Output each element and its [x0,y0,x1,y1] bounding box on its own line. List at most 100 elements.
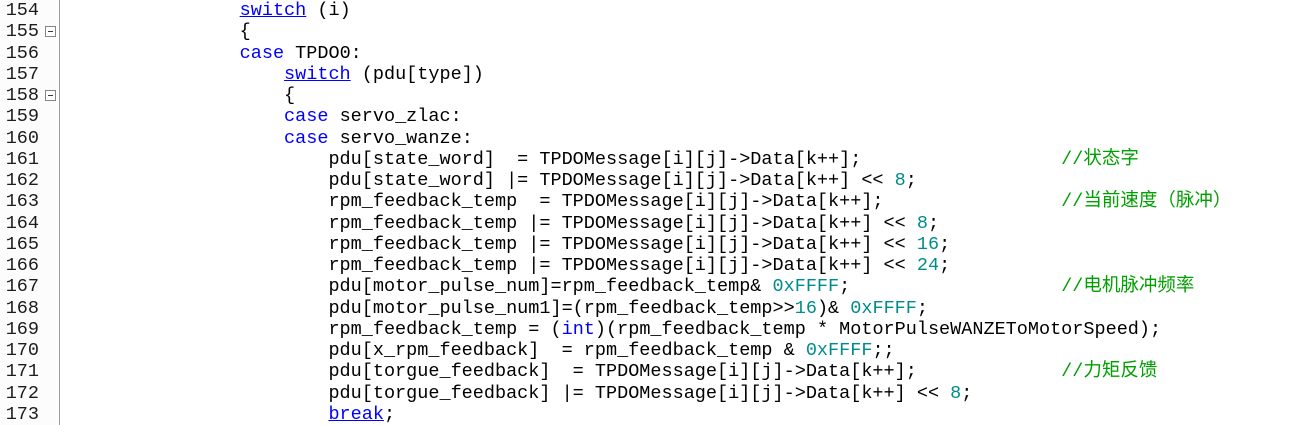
line-number: 171 [5,361,39,383]
code-token-number: 0xFFFF [850,297,917,319]
code-token-comment: //状态字 [1061,148,1139,170]
code-token-text: rpm_feedback_temp |= TPDOMessage[i][j]->… [62,255,917,276]
code-token-text [62,64,284,85]
code-line[interactable]: rpm_feedback_temp = (int)(rpm_feedback_t… [60,319,1161,340]
code-token-keyword: switch [239,0,307,21]
code-token-text [62,0,240,21]
code-token-keyword: switch [284,63,351,85]
code-token-text: )(rpm_feedback_temp * MotorPulseWANZEToM… [594,318,1162,340]
code-line[interactable]: switch (i) [60,0,351,21]
code-token-text: pdu[motor_pulse_num1]=(rpm_feedback_temp… [62,297,795,319]
code-token-number: 16 [916,233,940,255]
line-number: 163 [5,191,39,213]
code-line[interactable]: rpm_feedback_temp |= TPDOMessage[i][j]->… [60,213,939,234]
code-line[interactable]: { [60,21,251,42]
code-token-comment: //当前速度（脉冲） [1061,191,1232,213]
code-token-text: ; [927,212,940,234]
code-token-number: 8 [950,382,962,404]
fold-toggle-icon[interactable] [45,26,56,38]
code-line[interactable]: pdu[motor_pulse_num]=rpm_feedback_temp& … [60,276,1194,297]
code-line-row: 172 pdu[torgue_feedback] |= TPDOMessage[… [0,382,1302,404]
code-token-text: rpm_feedback_temp |= TPDOMessage[i][j]->… [62,212,917,234]
code-line[interactable]: pdu[torgue_feedback] = TPDOMessage[i][j]… [60,361,1157,382]
line-number: 155 [5,21,39,43]
code-token-text: ; [916,297,928,319]
line-number: 166 [5,255,39,276]
code-token-text: pdu[state_word] = TPDOMessage[i][j]->Dat… [62,148,1062,170]
fold-toggle-icon[interactable] [45,90,56,102]
code-token-text: pdu[motor_pulse_num]=rpm_feedback_temp& [62,276,773,298]
code-line[interactable]: break; [60,404,395,425]
code-token-number: 16 [794,297,817,319]
gutter-cell: 156 [0,42,60,64]
code-token-keyword: int [561,318,595,340]
code-token-text: TPDO0: [284,42,362,64]
code-line[interactable]: pdu[state_word] |= TPDOMessage[i][j]->Da… [60,170,917,191]
code-token-text: { [62,85,296,106]
code-token-text: rpm_feedback_temp = ( [62,318,562,340]
code-line[interactable]: pdu[x_rpm_feedback] = rpm_feedback_temp … [60,340,894,361]
code-line[interactable]: rpm_feedback_temp |= TPDOMessage[i][j]->… [60,234,950,255]
code-line[interactable]: rpm_feedback_temp = TPDOMessage[i][j]->D… [60,191,1231,212]
gutter-cell: 157 [0,63,60,85]
line-number: 170 [5,340,39,361]
code-line[interactable]: case TPDO0: [60,43,362,64]
code-line[interactable]: pdu[state_word] = TPDOMessage[i][j]->Dat… [60,148,1139,170]
code-line[interactable]: pdu[torgue_feedback] |= TPDOMessage[i][j… [60,383,972,404]
code-line-row: 173 break; [0,403,1302,425]
code-token-comment: //电机脉冲频率 [1061,276,1195,298]
code-token-text: pdu[x_rpm_feedback] = rpm_feedback_temp … [62,340,806,361]
code-line-row: 158 { [0,85,1302,107]
fold-column [42,26,59,38]
code-line-row: 157 switch (pdu[type]) [0,63,1302,85]
code-line[interactable]: case servo_wanze: [60,128,473,149]
code-token-text: ; [961,382,973,404]
gutter-cell: 167 [0,276,60,298]
code-line-row: 162 pdu[state_word] |= TPDOMessage[i][j]… [0,170,1302,192]
line-number: 162 [5,170,39,191]
code-token-text: servo_zlac: [328,106,462,128]
line-number: 165 [5,233,39,255]
code-token-text: ; [905,170,917,191]
code-token-text [62,43,240,64]
line-number: 161 [5,148,39,170]
gutter-cell: 155 [0,21,60,43]
line-number: 173 [5,403,39,425]
code-token-text: rpm_feedback_temp = TPDOMessage[i][j]->D… [62,191,1062,213]
code-token-text: rpm_feedback_temp |= TPDOMessage[i][j]->… [62,233,917,255]
gutter-cell: 168 [0,297,60,319]
line-number: 158 [5,85,39,106]
gutter-cell: 170 [0,340,60,362]
code-line[interactable]: pdu[motor_pulse_num1]=(rpm_feedback_temp… [60,298,928,319]
gutter-cell: 154 [0,0,60,22]
code-token-text: (i) [306,0,351,21]
code-line[interactable]: rpm_feedback_temp |= TPDOMessage[i][j]->… [60,255,950,276]
code-token-text: ; [939,255,951,276]
gutter-cell: 165 [0,233,60,255]
code-token-text: pdu[state_word] |= TPDOMessage[i][j]->Da… [62,170,895,191]
code-token-text: ; [383,403,396,425]
gutter-cell: 164 [0,212,60,234]
gutter-cell: 169 [0,318,60,340]
code-token-comment: //力矩反馈 [1061,361,1158,383]
code-token-number: 0xFFFF [805,340,873,361]
code-line-row: 171 pdu[torgue_feedback] = TPDOMessage[i… [0,361,1302,383]
code-token-number: 8 [916,212,928,234]
line-number: 159 [5,106,39,128]
gutter-cell: 160 [0,127,60,149]
code-token-text [62,128,284,149]
gutter-cell: 161 [0,148,60,170]
code-line-row: 166 rpm_feedback_temp |= TPDOMessage[i][… [0,255,1302,277]
code-line[interactable]: { [60,85,295,106]
code-line[interactable]: switch (pdu[type]) [60,64,484,85]
code-token-text [62,404,328,425]
gutter-cell: 166 [0,255,60,277]
gutter-cell: 159 [0,106,60,128]
code-token-number: 0xFFFF [772,276,840,298]
code-line-row: 156 case TPDO0: [0,42,1302,64]
gutter-cell: 163 [0,191,60,213]
code-token-keyword: case [284,127,329,149]
code-line[interactable]: case servo_zlac: [60,106,462,127]
code-line-row: 165 rpm_feedback_temp |= TPDOMessage[i][… [0,233,1302,255]
